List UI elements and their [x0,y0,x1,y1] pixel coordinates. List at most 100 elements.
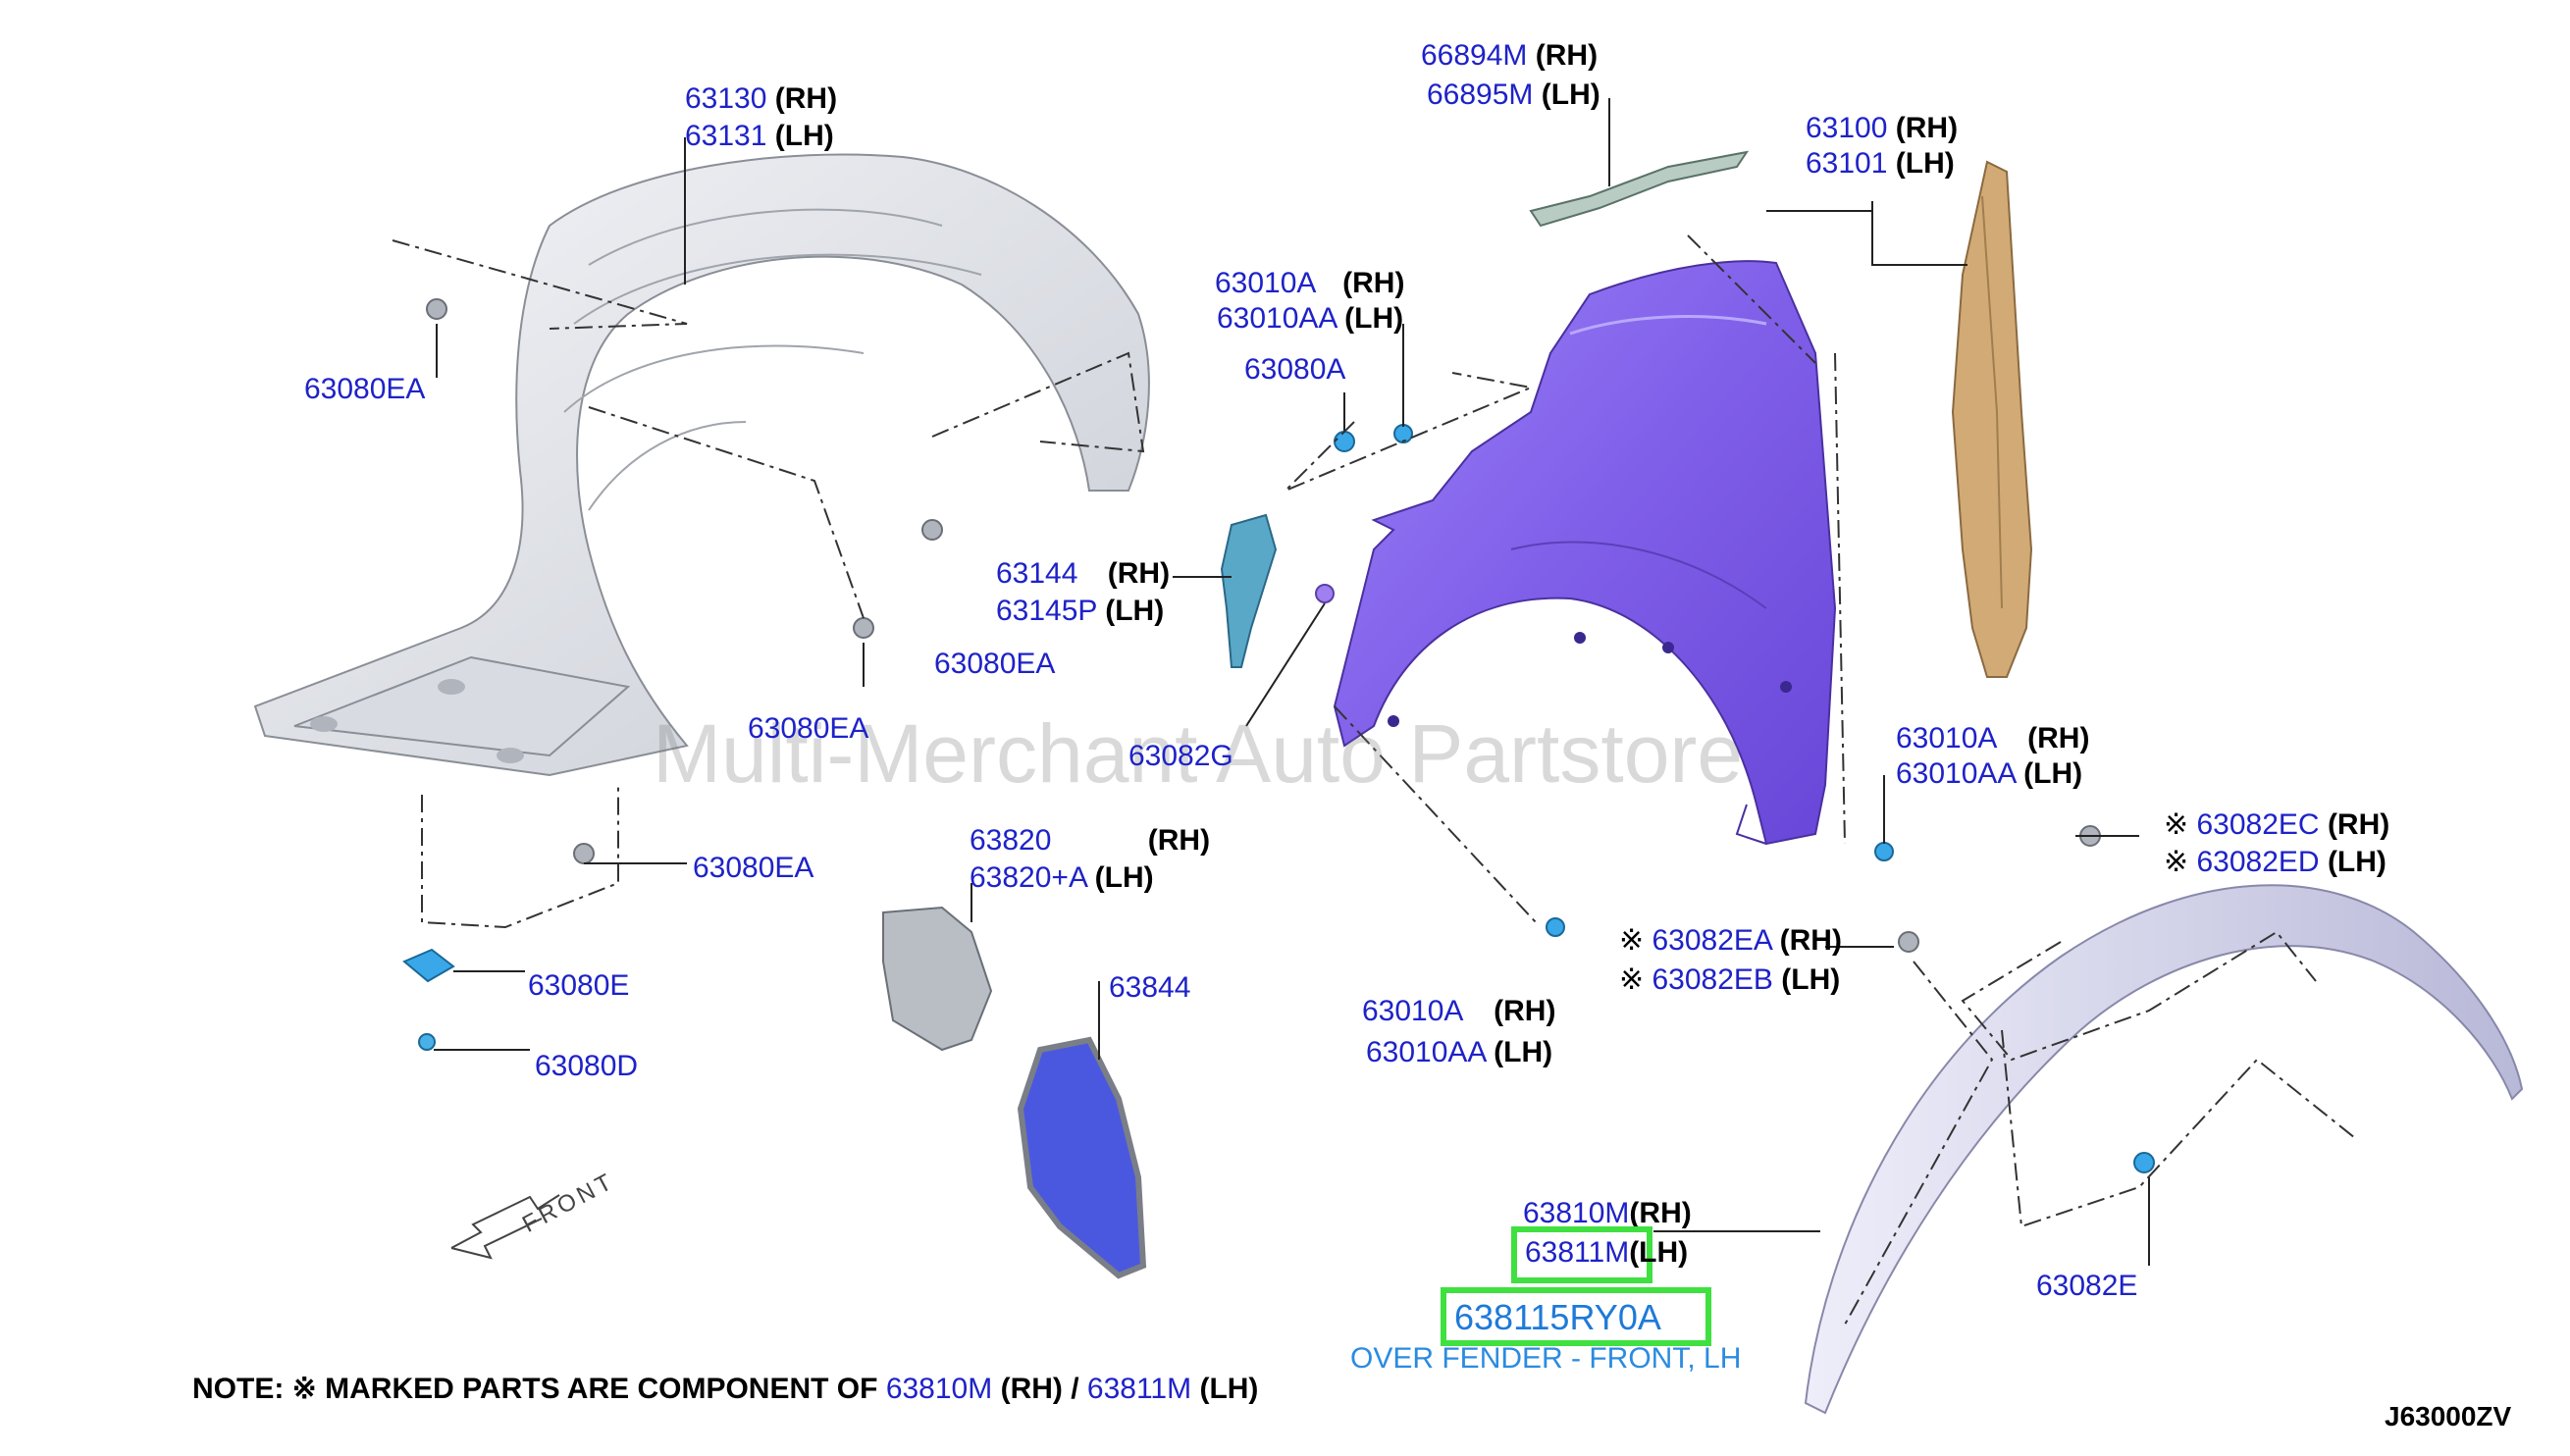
callout-63010A-upper[interactable]: 63010A (RH) [1215,269,1404,298]
part-number[interactable]: 63144 [996,557,1078,590]
callout-63010AA-lower[interactable]: 63010AA (LH) [1366,1038,1552,1067]
component-mark: ※ [1619,963,1645,996]
callout-63080E[interactable]: 63080E [528,969,630,1002]
callout-63080EA-bottom[interactable]: 63080EA [693,852,814,884]
side-label: (LH) [2023,757,2083,790]
callout-63082EC[interactable]: ※ 63082EC (RH) [2164,810,2389,840]
watermark: Multi-Merchant Auto Partstore [653,707,1744,800]
note-rh: (RH) [1000,1373,1063,1405]
highlight-box-part-number [1441,1287,1711,1346]
callout-63144[interactable]: 63144 (RH) [996,559,1170,589]
callout-63010A-right[interactable]: 63010A (RH) [1896,724,2089,754]
part-description: OVER FENDER - FRONT, LH [1350,1342,1742,1375]
part-number[interactable]: 63820 [970,824,1052,857]
callout-63082EB[interactable]: ※ 63082EB (LH) [1619,965,1840,995]
component-mark: ※ [2164,846,2189,878]
part-number[interactable]: 66894M [1421,39,1528,72]
callout-63101[interactable]: 63101 (LH) [1806,149,1955,179]
over-fender-illustration [1804,884,2524,1415]
fender-seal-illustration [1951,160,2033,678]
side-label: (RH) [1147,824,1211,857]
component-mark: ※ [1619,924,1645,957]
callout-66894M[interactable]: 66894M (RH) [1421,41,1598,71]
fender-bracket-illustration [1220,513,1278,668]
part-number[interactable]: 63082EB [1652,963,1773,996]
note-lh: (LH) [1199,1373,1259,1405]
callout-63811M[interactable]: 63811M(LH) [1525,1238,1688,1268]
callout-63100[interactable]: 63100 (RH) [1806,114,1958,143]
callout-63131[interactable]: 63131 (LH) [685,122,834,151]
part-number[interactable]: 63101 [1806,147,1888,180]
callout-63082EA[interactable]: ※ 63082EA (RH) [1619,926,1842,956]
note-part-lh[interactable]: 63811M [1086,1373,1192,1405]
side-label: (LH) [1629,1236,1689,1269]
note-part-rh[interactable]: 63810M [885,1373,993,1405]
part-number[interactable]: 63082EC [2196,808,2320,841]
part-number[interactable]: 63810M [1523,1197,1630,1229]
component-mark: ※ [2164,808,2189,841]
side-label: (RH) [1535,39,1599,72]
diagram-code: J63000ZV [2385,1401,2512,1431]
highlight-box-63811M [1511,1226,1652,1283]
callout-63820[interactable]: 63820 (RH) [970,826,1210,856]
note-slash: / [1071,1373,1079,1405]
callout-63080EA-mid[interactable]: 63080EA [748,712,869,745]
part-number[interactable]: 63082EA [1652,924,1772,957]
side-label: (LH) [1781,963,1841,996]
part-number[interactable]: 63010A [1896,722,1996,754]
callout-63082ED[interactable]: ※ 63082ED (LH) [2164,848,2386,877]
side-label: (LH) [1541,78,1600,111]
side-label: (LH) [1094,861,1154,894]
front-arrow [450,1194,560,1260]
callout-63810M[interactable]: 63810M(RH) [1523,1199,1692,1228]
splash-guard-illustration [882,906,993,1052]
callout-63130[interactable]: 63130 (RH) [685,84,837,114]
callout-63080A[interactable]: 63080A [1244,353,1346,386]
leader-lines [434,98,2150,1266]
callout-66895M[interactable]: 66895M (LH) [1427,80,1600,110]
part-number[interactable]: 63131 [685,120,767,152]
callout-63080EA-top[interactable]: 63080EA [304,373,426,405]
side-label: (LH) [1494,1036,1553,1068]
callout-63010A-lower[interactable]: 63010A (RH) [1362,997,1555,1026]
side-label: (LH) [2327,846,2386,878]
part-number[interactable]: 63010AA [1896,757,2016,790]
side-label: (RH) [2027,722,2090,754]
callout-63082E[interactable]: 63082E [2036,1270,2138,1302]
callout-63844[interactable]: 63844 [1109,971,1191,1004]
part-number[interactable]: 63130 [685,82,767,115]
side-label: (RH) [2327,808,2390,841]
side-label: (RH) [1629,1197,1692,1229]
part-number[interactable]: 63010AA [1366,1036,1486,1068]
callout-63010AA-upper[interactable]: 63010AA (LH) [1217,304,1403,334]
fender-liner-illustration [253,153,1150,777]
part-number[interactable]: 63100 [1806,112,1888,144]
part-number[interactable]: 66895M [1427,78,1534,111]
part-number[interactable]: 63010A [1215,267,1315,299]
callout-63080D[interactable]: 63080D [535,1050,639,1082]
footnote: NOTE: ※ MARKED PARTS ARE COMPONENT OF 63… [192,1372,1258,1406]
part-number[interactable]: 63010A [1362,995,1462,1027]
callout-63080EA-right[interactable]: 63080EA [934,648,1056,680]
side-label: (RH) [774,82,838,115]
side-label: (RH) [1494,995,1556,1027]
part-number[interactable]: 63811M [1525,1236,1630,1269]
callout-63145P[interactable]: 63145P (LH) [996,597,1164,626]
mud-guard-illustration [1017,1036,1147,1279]
side-label: (RH) [1342,267,1405,299]
part-number[interactable]: 63820+A [970,861,1087,894]
part-number[interactable]: 63082ED [2196,846,2320,878]
callout-63082G[interactable]: 63082G [1128,740,1233,772]
fender-protector-strip-illustration [1529,150,1750,228]
part-number[interactable]: 63010AA [1217,302,1337,335]
side-label: (LH) [1105,595,1165,627]
part-number[interactable]: 63145P [996,595,1097,627]
side-label: (LH) [1895,147,1955,180]
highlighted-part-number[interactable]: 638115RY0A [1454,1297,1661,1337]
side-label: (RH) [1779,924,1842,957]
callout-63820A[interactable]: 63820+A (LH) [970,863,1154,893]
side-label: (RH) [1107,557,1171,590]
side-label: (RH) [1895,112,1959,144]
callout-63010AA-right[interactable]: 63010AA (LH) [1896,759,2082,789]
